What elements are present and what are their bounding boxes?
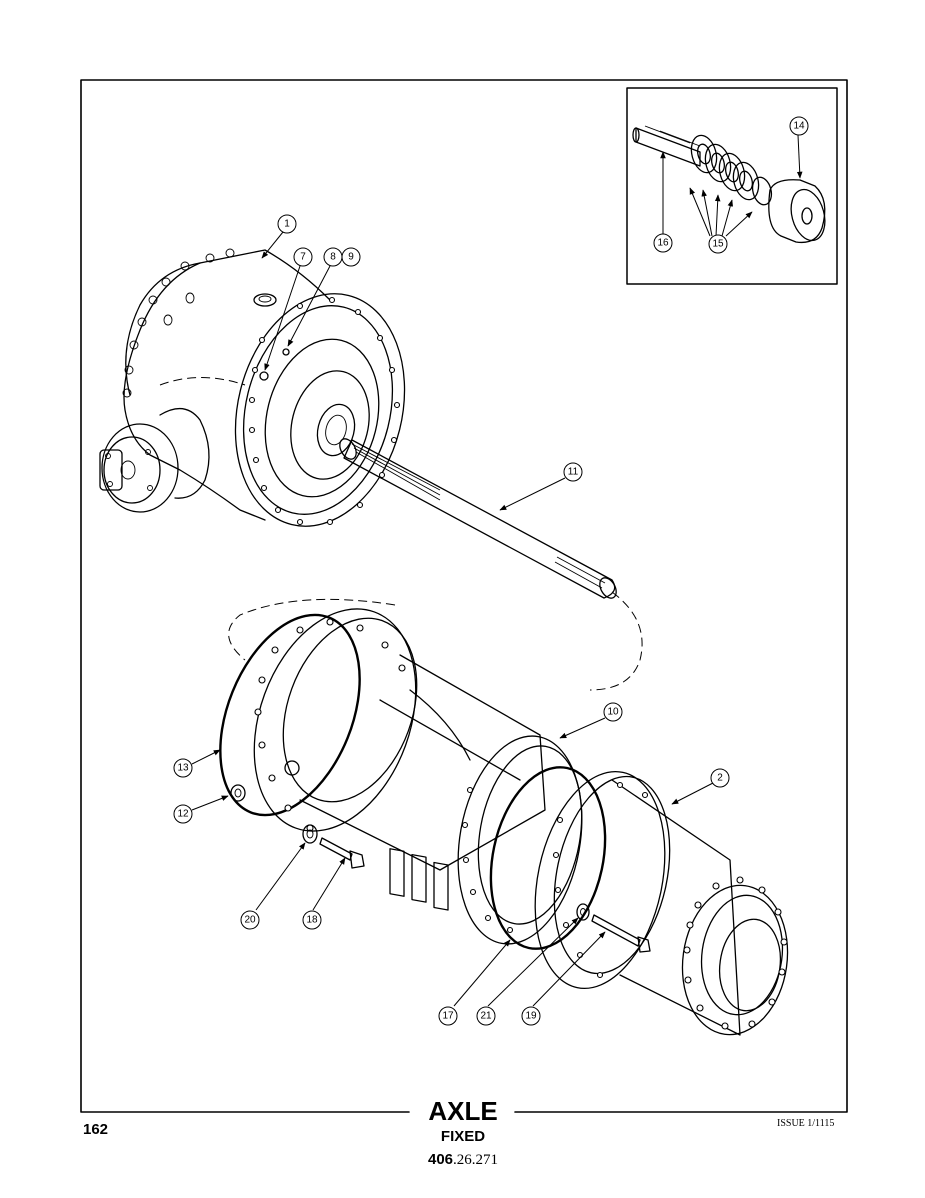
callout-20: 20 xyxy=(240,910,260,930)
part-code: 406.26.271 xyxy=(428,1151,498,1168)
washer-20 xyxy=(302,824,318,844)
bolt-18 xyxy=(319,837,365,869)
callout-12: 12 xyxy=(173,804,193,824)
callout-10: 10 xyxy=(603,702,623,722)
svg-text:19: 19 xyxy=(525,1011,537,1022)
svg-text:18: 18 xyxy=(306,915,318,926)
wheel-hub xyxy=(534,770,789,1036)
svg-text:20: 20 xyxy=(244,915,256,926)
callout-17: 17 xyxy=(438,1006,458,1026)
callout-2: 2 xyxy=(710,768,730,788)
diagram-title: AXLE xyxy=(428,1096,497,1126)
svg-text:14: 14 xyxy=(793,121,805,132)
callout-21: 21 xyxy=(476,1006,496,1026)
svg-text:9: 9 xyxy=(348,252,354,263)
callout-1: 1 xyxy=(277,214,297,234)
svg-text:12: 12 xyxy=(177,809,189,820)
washer-21 xyxy=(576,903,590,921)
bolt-19 xyxy=(591,914,651,953)
differential-housing xyxy=(99,248,406,527)
svg-text:13: 13 xyxy=(177,763,189,774)
callout-14: 14 xyxy=(789,116,809,136)
nut-12 xyxy=(230,784,246,802)
svg-text:8: 8 xyxy=(330,252,336,263)
callout-8: 8 xyxy=(323,247,343,267)
callout-16: 16 xyxy=(653,233,673,253)
part-code-prefix: 406 xyxy=(428,1151,453,1168)
callout-9: 9 xyxy=(341,247,361,267)
callout-7: 7 xyxy=(293,247,313,267)
svg-text:2: 2 xyxy=(717,773,723,784)
svg-text:16: 16 xyxy=(657,238,669,249)
part-code-suffix: .26.271 xyxy=(453,1152,498,1168)
half-shaft xyxy=(339,438,617,599)
callout-15: 15 xyxy=(708,234,728,254)
svg-text:21: 21 xyxy=(480,1011,492,1022)
callout-13: 13 xyxy=(173,758,193,778)
page-number: 162 xyxy=(83,1121,108,1138)
callout-19: 19 xyxy=(521,1006,541,1026)
svg-text:10: 10 xyxy=(607,707,619,718)
svg-text:15: 15 xyxy=(712,239,724,250)
inset-detail-box xyxy=(626,87,838,285)
diagram-subtitle: FIXED xyxy=(441,1128,485,1145)
callout-11: 11 xyxy=(563,462,583,482)
page-frame xyxy=(80,79,848,1113)
issue-label: ISSUE 1/1115 xyxy=(777,1118,834,1129)
svg-text:11: 11 xyxy=(568,467,579,478)
svg-text:1: 1 xyxy=(284,219,290,230)
svg-text:17: 17 xyxy=(442,1011,454,1022)
callout-18: 18 xyxy=(302,910,322,930)
inset-shaft-assembly xyxy=(632,125,826,244)
leader-lines xyxy=(191,134,803,1007)
assembly-path xyxy=(228,591,643,691)
svg-text:7: 7 xyxy=(300,252,306,263)
axle-beam xyxy=(219,608,607,950)
